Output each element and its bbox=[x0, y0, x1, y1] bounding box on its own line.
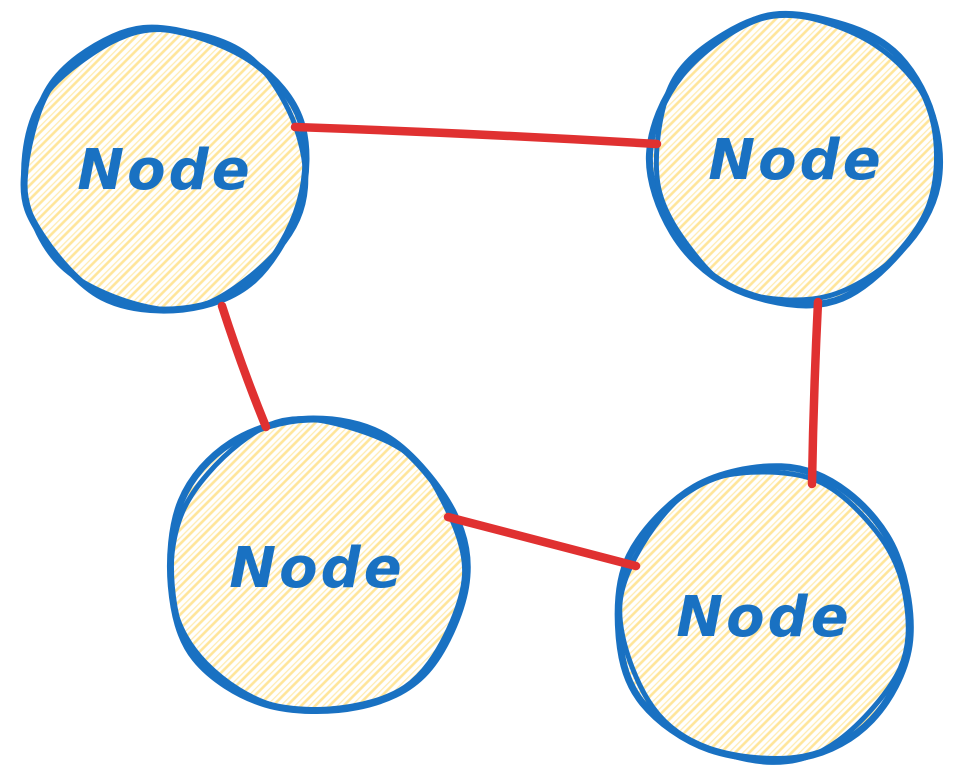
node-circle bbox=[20, 24, 310, 314]
edge-node-bottom-right--node-bottom-left bbox=[443, 512, 641, 571]
edge-node-top-right--node-bottom-right bbox=[807, 297, 823, 489]
node-top-right: Node bbox=[645, 10, 944, 309]
node-top-left: Node bbox=[20, 24, 310, 314]
node-bottom-right: Node bbox=[614, 463, 914, 765]
edge-node-top-left--node-top-right bbox=[290, 122, 662, 149]
node-label: Node bbox=[77, 138, 252, 203]
node-circle-overstroke bbox=[653, 11, 944, 303]
node-circle-overstroke bbox=[21, 27, 309, 313]
node-label: Node bbox=[229, 536, 404, 601]
edge-node-bottom-left--node-top-left bbox=[217, 301, 271, 432]
node-label: Node bbox=[708, 128, 883, 193]
edges-layer bbox=[217, 122, 823, 571]
node-circle-overstroke bbox=[617, 469, 911, 765]
node-bottom-left: Node bbox=[166, 415, 471, 714]
node-circle-overstroke bbox=[168, 416, 468, 713]
node-label: Node bbox=[676, 585, 851, 650]
